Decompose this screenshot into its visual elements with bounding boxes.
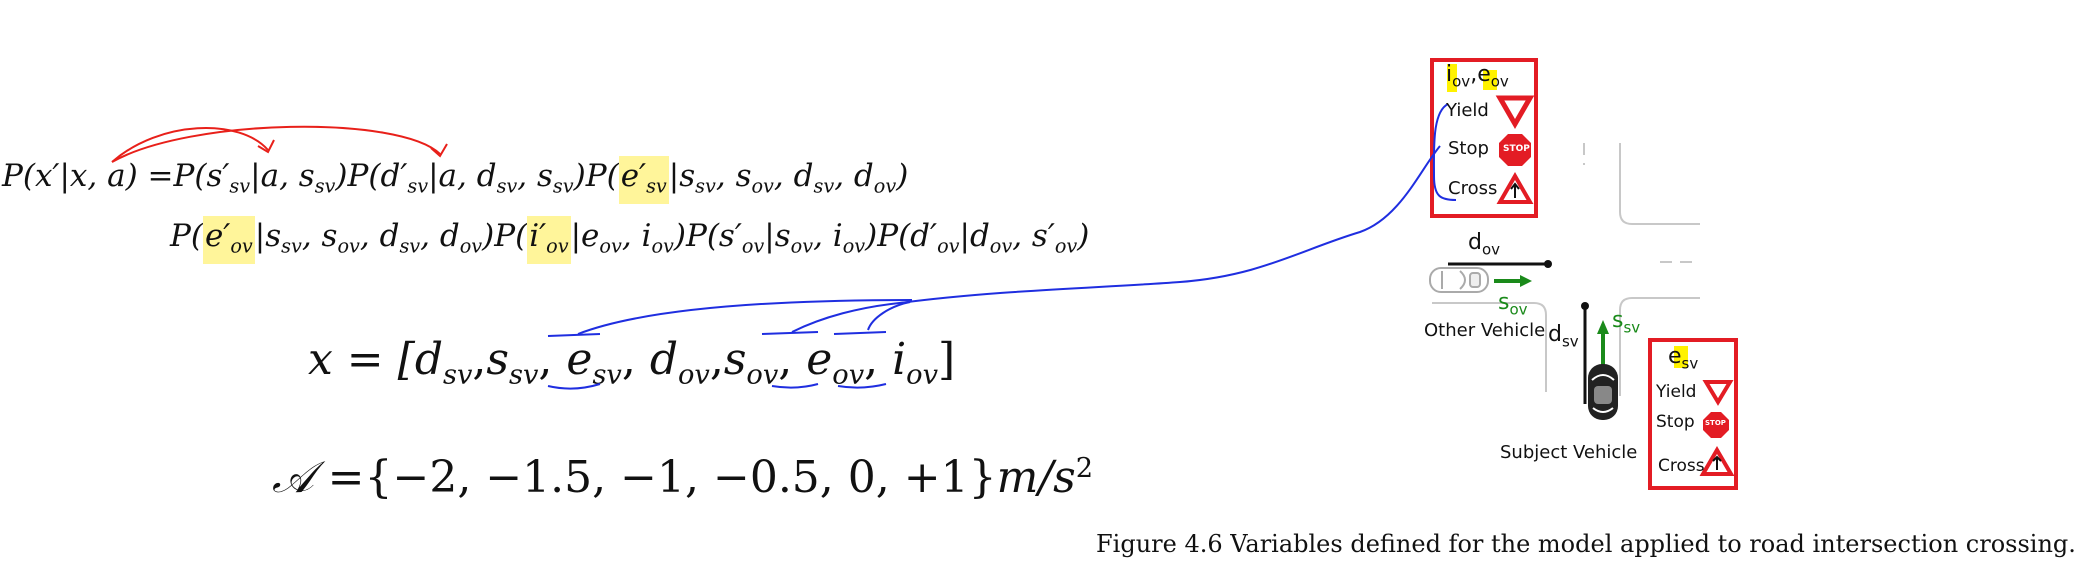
d-ov-measure xyxy=(1448,260,1552,268)
sv-cross-label: Cross xyxy=(1658,456,1705,476)
transition-equation-line-2: P(e′ov|ssv, sov, dsv, dov)P(i′ov|eov, io… xyxy=(170,216,1089,264)
cross-sign-icon xyxy=(1699,446,1735,476)
state-vector-equation: x = [dsv,ssv, esv, dov,sov, eov, iov] xyxy=(308,334,956,391)
other-vehicle-car xyxy=(1429,267,1489,293)
s-sv-label: ssv xyxy=(1612,308,1641,337)
cross-sign-icon xyxy=(1496,171,1534,204)
state-var-e-ov: eov xyxy=(806,334,865,391)
transition-equation-line-1: P(x′|x, a) =P(s′sv|a, ssv)P(d′sv|a, dsv,… xyxy=(2,156,908,204)
highlight-e-ov-prime: e′ov xyxy=(202,216,255,264)
s-ov-label: sov xyxy=(1498,290,1528,319)
d-sv-label: dsv xyxy=(1548,322,1579,351)
ov-stop-sign-text: STOP xyxy=(1503,144,1530,154)
highlight-i-ov-prime: i′ov xyxy=(527,216,571,264)
ov-yield-label: Yield xyxy=(1446,100,1489,121)
ov-box-title: iov,eov xyxy=(1446,62,1509,91)
other-vehicle-label: Other Vehicle xyxy=(1424,320,1546,341)
subject-vehicle-car xyxy=(1588,364,1618,420)
action-set-equation: 𝒜 ={−2, −1.5, −1, −0.5, 0, +1}m/s2 xyxy=(272,452,1094,503)
figure-caption: Figure 4.6 Variables defined for the mod… xyxy=(1096,530,2076,558)
ov-stop-label: Stop xyxy=(1448,138,1489,159)
d-sv-measure xyxy=(1581,302,1589,404)
sv-stop-sign-text: STOP xyxy=(1705,419,1726,427)
sv-stop-label: Stop xyxy=(1656,412,1695,432)
yield-sign-icon xyxy=(1495,95,1535,130)
yield-sign-icon xyxy=(1702,380,1734,406)
sv-yield-label: Yield xyxy=(1656,382,1697,402)
red-annotation-arrows xyxy=(111,125,448,163)
sv-box-title: esv xyxy=(1668,344,1699,373)
ov-cross-label: Cross xyxy=(1448,178,1498,199)
highlight-e-sv-prime: e′sv xyxy=(618,156,669,204)
state-var-e-sv: esv xyxy=(566,334,622,391)
s-ov-arrow xyxy=(1494,275,1532,287)
s-sv-arrow xyxy=(1597,320,1609,366)
subject-vehicle-label: Subject Vehicle xyxy=(1500,442,1638,463)
d-ov-label: dov xyxy=(1468,230,1501,259)
state-var-i-ov: iov xyxy=(892,334,938,391)
